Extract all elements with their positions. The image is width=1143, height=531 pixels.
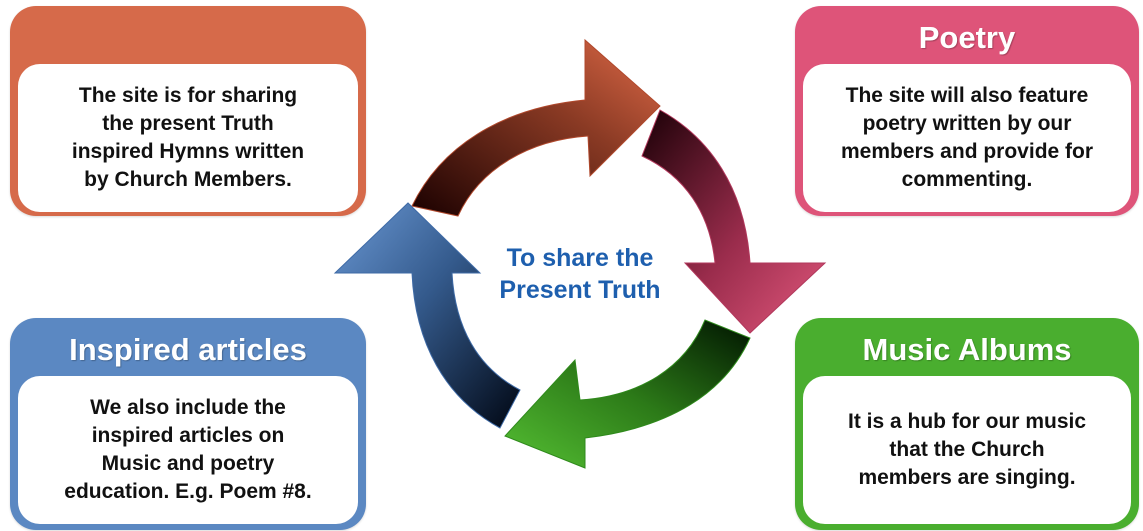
card-line: members are singing. (858, 466, 1076, 489)
card-music-albums: Music Albums It is a hub for our music t… (795, 318, 1139, 530)
card-inspired-articles: Inspired articles We also include the in… (10, 318, 366, 530)
center-label-line: To share the (506, 244, 654, 272)
card-line: by Church Members. (84, 168, 292, 191)
cycle-arrows (333, 38, 827, 469)
card-poetry: Poetry The site will also feature poetry… (795, 6, 1139, 216)
pink-arrow (641, 109, 827, 334)
card-music-albums-body: It is a hub for our music that the Churc… (803, 376, 1131, 524)
card-line: inspired Hymns written (71, 140, 305, 163)
card-sharing-hymns: The site is for sharing the present Trut… (10, 6, 366, 216)
center-label: To share the Present Truth (470, 242, 690, 306)
card-line: members and provide for (840, 140, 1094, 163)
green-arrow (504, 319, 751, 469)
center-label-line: Present Truth (499, 276, 661, 304)
card-line: the present Truth (102, 112, 274, 135)
card-line: The site is for sharing (78, 84, 298, 107)
card-line: commenting. (901, 168, 1033, 191)
card-inspired-articles-body: We also include the inspired articles on… (18, 376, 358, 524)
orange-arrow (411, 38, 661, 217)
card-inspired-articles-text: We also include the inspired articles on… (64, 394, 311, 506)
card-music-albums-text: It is a hub for our music that the Churc… (848, 408, 1086, 492)
card-sharing-hymns-text: The site is for sharing the present Trut… (72, 82, 304, 194)
card-inspired-articles-title: Inspired articles (69, 332, 307, 367)
card-line: education. E.g. Poem #8. (64, 480, 312, 503)
blue-arrow (333, 202, 521, 429)
card-line: We also include the (90, 396, 286, 419)
card-line: poetry written by our (862, 112, 1072, 135)
card-line: Music and poetry (101, 452, 275, 475)
card-line: It is a hub for our music (847, 410, 1087, 433)
card-line: The site will also feature (845, 84, 1089, 107)
card-line: that the Church (889, 438, 1045, 461)
card-sharing-hymns-body: The site is for sharing the present Trut… (18, 64, 358, 212)
card-poetry-text: The site will also feature poetry writte… (841, 82, 1093, 194)
card-poetry-body: The site will also feature poetry writte… (803, 64, 1131, 212)
card-line: inspired articles on (91, 424, 285, 447)
card-poetry-title: Poetry (918, 20, 1016, 55)
card-music-albums-title: Music Albums (862, 332, 1072, 367)
